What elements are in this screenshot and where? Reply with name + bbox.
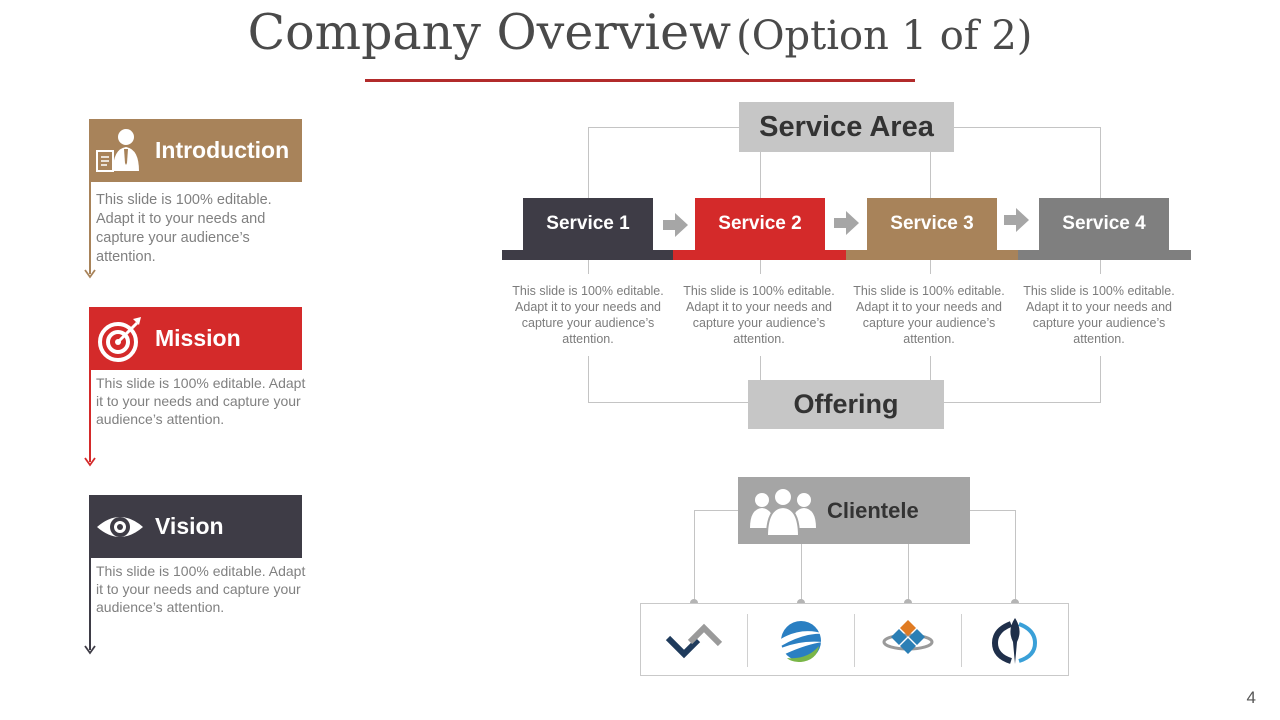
clientele-connector-3	[908, 544, 909, 603]
clientele-label: Clientele	[827, 498, 919, 523]
clientele-connector-left	[694, 510, 738, 511]
service-4-text: This slide is 100% editable. Adapt it to…	[1023, 284, 1175, 346]
arrow-right-icon	[834, 211, 859, 235]
title-underline	[365, 79, 915, 82]
service-1-base	[502, 250, 673, 260]
arrow-right-icon	[663, 213, 688, 237]
clientele-connector-4	[1015, 510, 1016, 603]
introduction-label: Introduction	[155, 137, 290, 163]
service-3-base	[846, 250, 1018, 260]
clientele-connector-2	[801, 544, 802, 603]
introduction-header: Introduction	[89, 119, 302, 182]
connector-service-3-top	[930, 152, 931, 198]
service-1-text: This slide is 100% editable. Adapt it to…	[512, 284, 664, 346]
mission-label: Mission	[155, 325, 241, 351]
connector-tick-4	[1100, 260, 1101, 274]
vision-text: This slide is 100% editable. Adapt it to…	[96, 563, 306, 615]
offering-box: Offering	[748, 380, 944, 429]
connector-service-3-bottom	[930, 356, 931, 380]
connector-service-2-top	[760, 152, 761, 198]
clientele-connector-right	[970, 510, 1016, 511]
arrow-right-icon	[1004, 208, 1029, 232]
circle-leaf-logo-icon	[991, 618, 1038, 664]
mission-header: Mission	[89, 307, 302, 370]
clientele-connector-1	[694, 510, 695, 603]
title-main: Company Overview	[247, 4, 732, 61]
connector-top-right	[954, 127, 1101, 128]
people-group-icon	[750, 487, 816, 537]
connector-service-1-bottom	[588, 356, 589, 403]
connector-bottom-right	[944, 402, 1101, 403]
service-2-text: This slide is 100% editable. Adapt it to…	[683, 284, 835, 346]
logo-divider	[961, 614, 962, 667]
introduction-line	[89, 182, 91, 274]
vision-label: Vision	[155, 513, 224, 539]
mission-arrow	[84, 457, 96, 467]
vision-line	[89, 558, 91, 650]
connector-service-4-top	[1100, 127, 1101, 198]
connector-bottom-left	[588, 402, 748, 403]
eye-icon	[97, 517, 143, 537]
title-subtitle: (Option 1 of 2)	[736, 13, 1033, 59]
service-2-base	[673, 250, 846, 260]
mission-line	[89, 370, 91, 462]
logo-divider	[854, 614, 855, 667]
service-4-base	[1018, 250, 1191, 260]
person-document-icon	[96, 129, 139, 172]
swoosh-globe-logo-icon	[779, 621, 825, 662]
connector-tick-2	[760, 260, 761, 274]
slide-title: Company Overview (Option 1 of 2)	[0, 4, 1280, 61]
chevron-link-logo-icon	[665, 623, 723, 659]
service-3-text: This slide is 100% editable. Adapt it to…	[853, 284, 1005, 346]
connector-top-left	[588, 127, 739, 128]
mission-text: This slide is 100% editable. Adapt it to…	[96, 375, 306, 427]
connector-service-4-bottom	[1100, 356, 1101, 403]
connector-tick-3	[930, 260, 931, 274]
vision-arrow	[84, 645, 96, 655]
logo-divider	[747, 614, 748, 667]
connector-service-1-top	[588, 127, 589, 198]
clientele-box: Clientele	[738, 477, 970, 544]
connector-service-2-bottom	[760, 356, 761, 380]
connector-tick-1	[588, 260, 589, 274]
service-3-box: Service 3	[867, 198, 997, 250]
service-1-box: Service 1	[523, 198, 653, 250]
service-2-box: Service 2	[695, 198, 825, 250]
service-4-box: Service 4	[1039, 198, 1169, 250]
introduction-arrow	[84, 269, 96, 279]
service-area-title: Service Area	[739, 102, 954, 152]
client-logos-panel	[640, 603, 1069, 676]
target-icon	[98, 317, 141, 362]
diamond-grid-logo-icon	[882, 620, 934, 654]
page-number: 4	[1246, 688, 1256, 707]
introduction-text: This slide is 100% editable. Adapt it to…	[96, 192, 272, 265]
vision-header: Vision	[89, 495, 302, 558]
